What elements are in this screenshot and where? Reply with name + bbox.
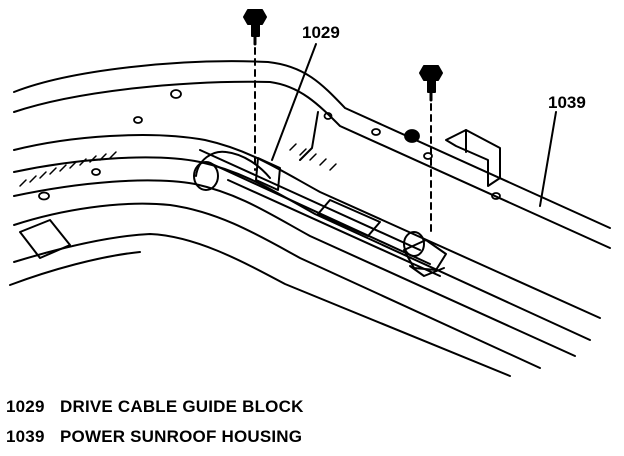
sunroof-assembly-diagram: 1029 1039 [9, 9, 611, 377]
flange-hatching [19, 143, 337, 187]
parts-legend: 1029 DRIVE CABLE GUIDE BLOCK 1039 POWER SU… [6, 392, 616, 452]
legend-description: DRIVE CABLE GUIDE BLOCK [60, 397, 304, 416]
leader-line-housing [539, 111, 557, 207]
legend-item: 1039 POWER SUNROOF HOUSING [6, 422, 616, 452]
bolt-left-icon [243, 9, 267, 171]
callout-guide-block: 1029 [302, 23, 340, 42]
housing-frame [9, 60, 611, 377]
legend-number: 1029 [6, 397, 45, 416]
mounting-holes [38, 89, 501, 201]
housing-bracket [445, 129, 501, 187]
legend-description: POWER SUNROOF HOUSING [60, 427, 303, 446]
bolt-right-icon [419, 65, 443, 237]
leader-line-guide-block [271, 43, 317, 161]
legend-item: 1029 DRIVE CABLE GUIDE BLOCK [6, 392, 616, 422]
drive-cable-guide-block-right [403, 231, 447, 277]
guide-rail [199, 111, 441, 277]
callout-housing: 1039 [548, 93, 586, 112]
drive-cable-guide-block-left [193, 150, 281, 191]
legend-number: 1039 [6, 427, 45, 446]
